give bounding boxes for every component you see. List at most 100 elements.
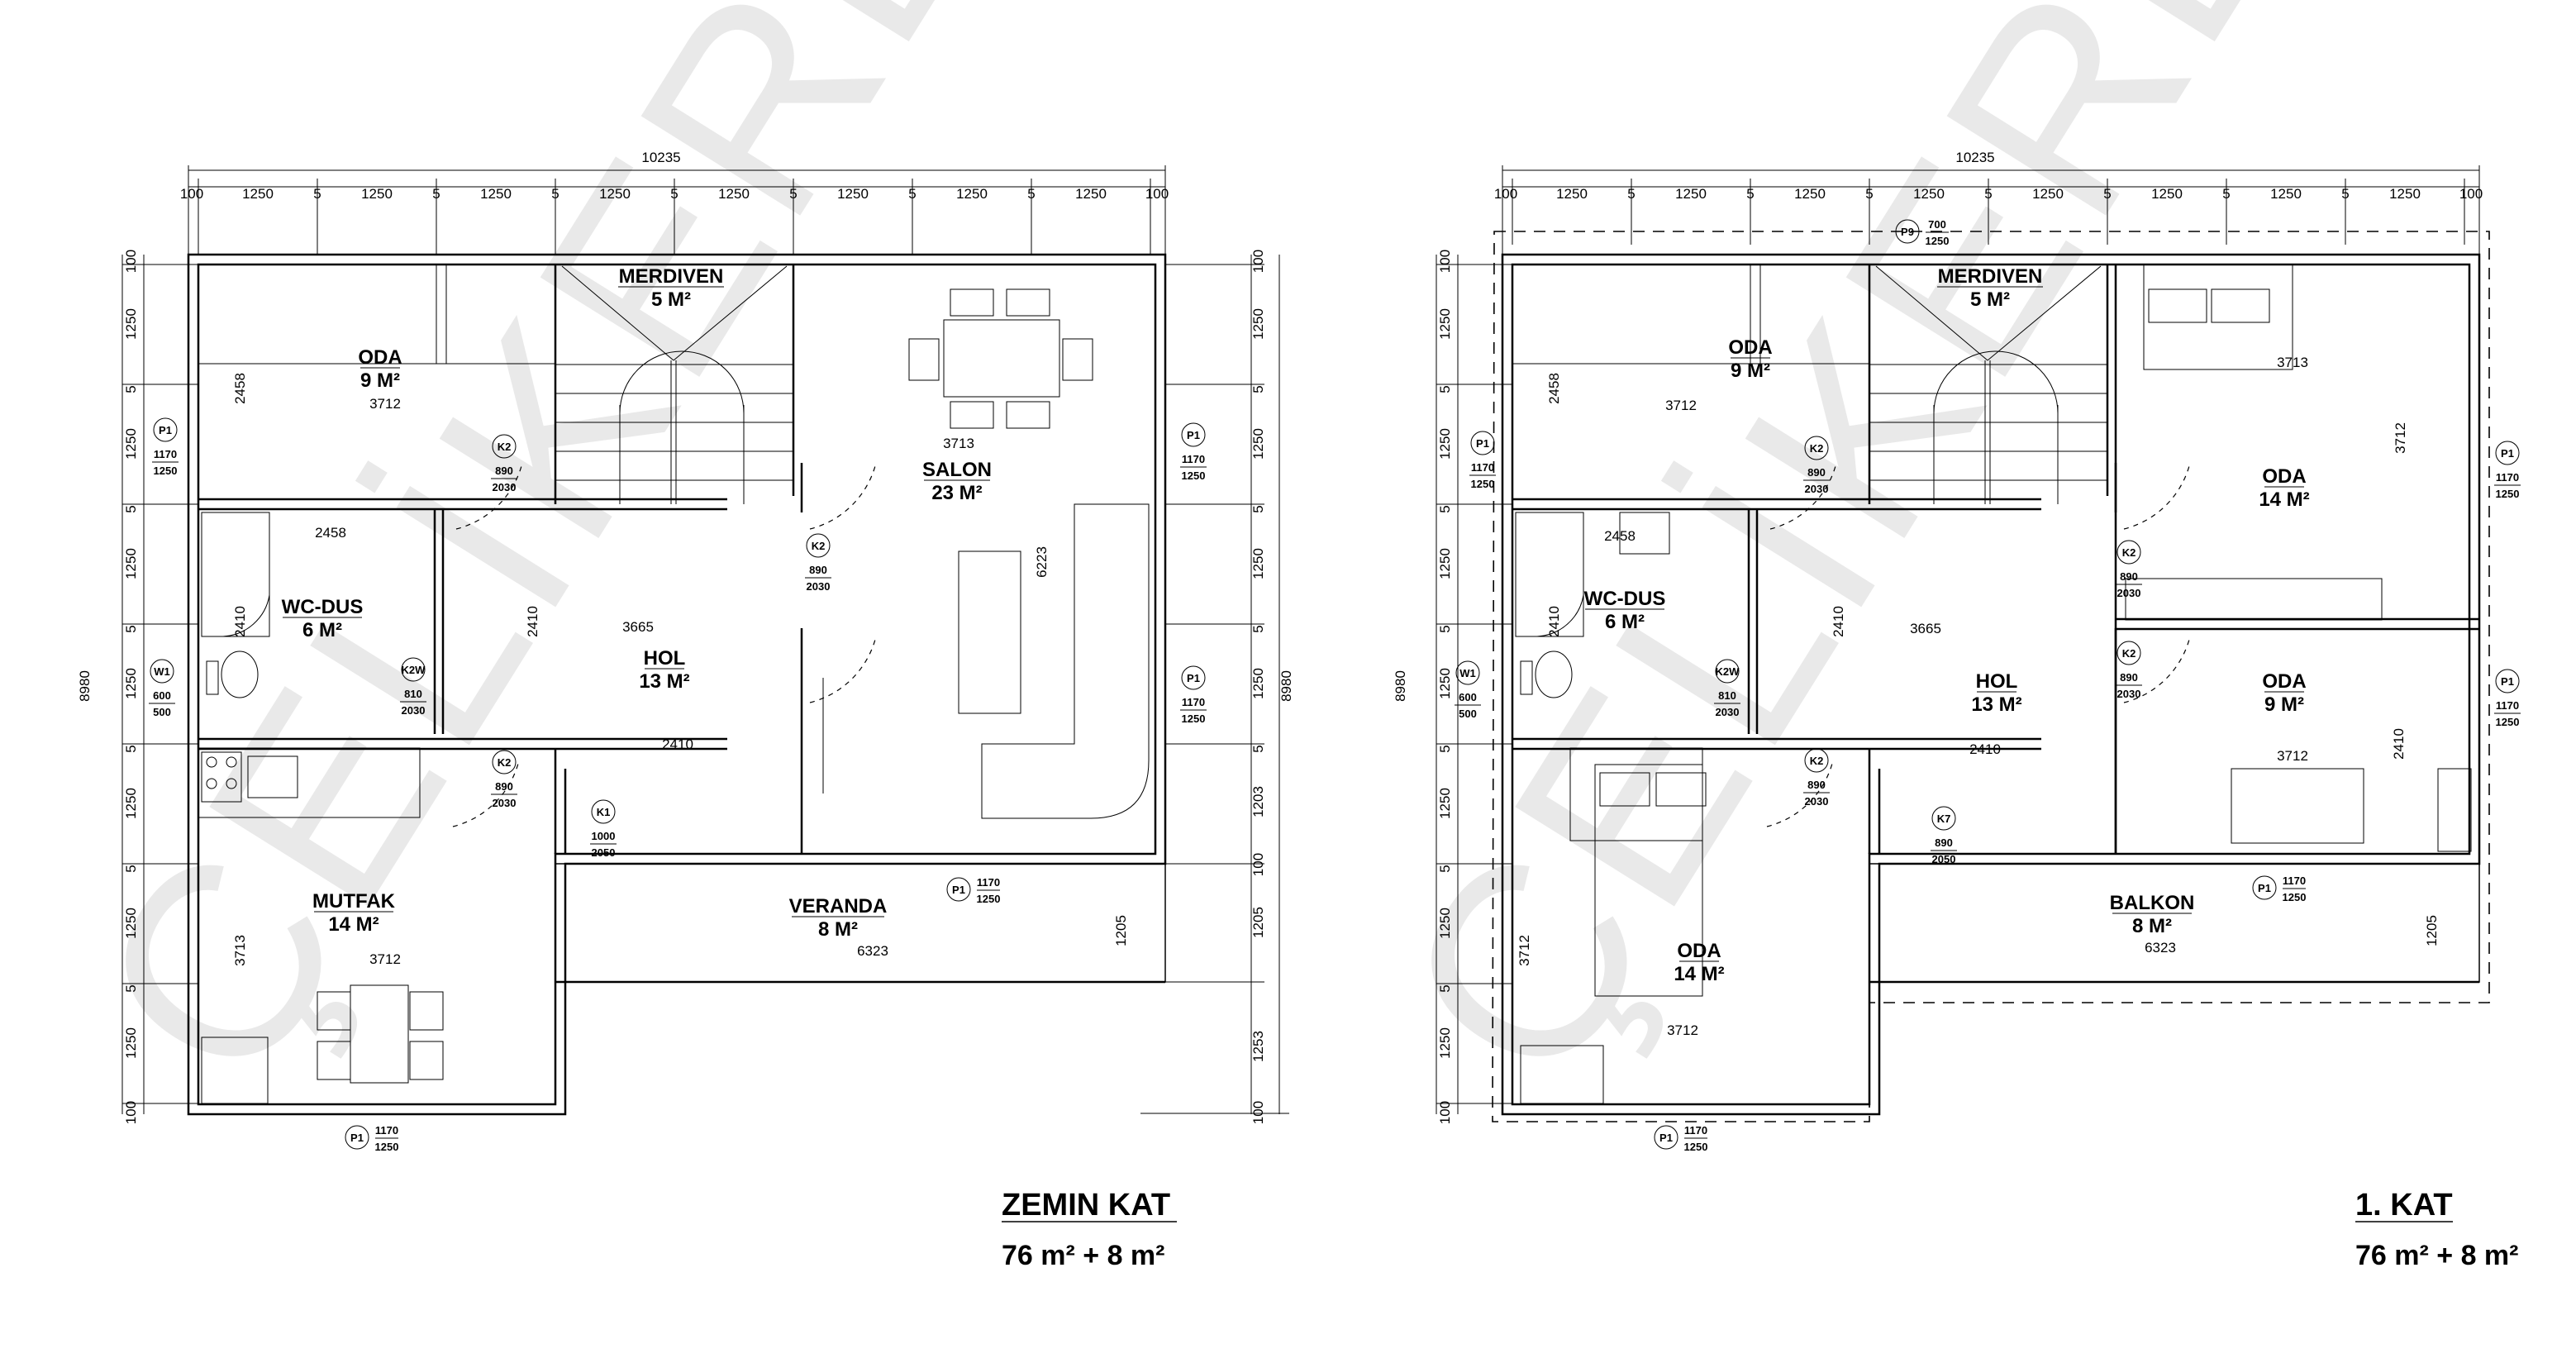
chair <box>1006 401 1050 429</box>
opening-height: 1250 <box>2496 488 2520 500</box>
left-dimension-label: 1250 <box>123 308 139 340</box>
door-swing-arc <box>2123 462 2191 530</box>
inner-dimension-label: 3665 <box>622 619 654 635</box>
opening-id: P1 <box>2258 882 2271 894</box>
right-dimension-label: 5 <box>1250 625 1266 632</box>
opening-height: 2030 <box>1805 483 1829 495</box>
left-dimension-label: 1250 <box>1437 908 1453 939</box>
opening-height: 1250 <box>977 893 1001 905</box>
opening-tag-circle <box>1181 665 1206 690</box>
left-dimension-label: 100 <box>1437 1101 1453 1124</box>
opening-height: 500 <box>1459 708 1477 720</box>
kitchen-counter <box>198 747 421 818</box>
room-area: 13 M² <box>1971 693 2021 716</box>
stove-icon <box>201 751 242 803</box>
opening-tag-circle <box>1804 748 1829 773</box>
room-name: MERDIVEN <box>619 265 724 288</box>
right-dimension-label: 1203 <box>1250 786 1266 817</box>
toilet-icon <box>221 651 259 698</box>
top-dimension-label: 5 <box>1627 186 1635 202</box>
chair <box>317 1041 351 1080</box>
total-width-label: 10235 <box>1955 150 1994 165</box>
left-dimension-label: 5 <box>123 865 139 872</box>
room-name: WC-DUS <box>1584 588 1666 610</box>
opening-width: 810 <box>1718 689 1736 702</box>
left-dimension-label: 1250 <box>1437 548 1453 579</box>
inner-dimension-label: 3712 <box>1665 398 1697 413</box>
inner-dimension-label: 2410 <box>1969 741 2001 757</box>
opening-width: 890 <box>495 465 513 477</box>
opening-id: W1 <box>1459 667 1476 679</box>
opening-tag-circle <box>806 533 831 558</box>
top-dimension-label: 5 <box>670 186 678 202</box>
right-dimension-label: 1250 <box>1250 668 1266 699</box>
total-height-label: 8980 <box>1393 670 1408 702</box>
room-area: 9 M² <box>1731 360 1770 382</box>
plan-title-block-first: 1. KAT 76 m² + 8 m² <box>2355 1188 2518 1271</box>
left-dimension-label: 1250 <box>123 548 139 579</box>
inner-dimension-label: 3712 <box>369 396 401 412</box>
chair <box>950 288 994 317</box>
top-dimension-label: 5 <box>1027 186 1035 202</box>
left-dimension-label: 1250 <box>1437 668 1453 699</box>
dining-table <box>350 984 409 1084</box>
opening-width: 600 <box>153 689 171 702</box>
room-name: ODA <box>1677 940 1721 962</box>
room-name: VERANDA <box>789 895 888 917</box>
opening-id: K2 <box>1810 442 1824 455</box>
opening-height: 1250 <box>154 465 178 477</box>
opening-tag-circle <box>492 750 517 774</box>
top-dimension-label: 5 <box>313 186 321 202</box>
left-dimension-label: 100 <box>123 250 139 273</box>
plan-area: 76 m² + 8 m² <box>2355 1240 2518 1271</box>
opening-id: P1 <box>159 424 172 436</box>
chair <box>409 991 444 1031</box>
inner-dimension-label: 3712 <box>2277 748 2308 764</box>
inner-dimension-label: 2410 <box>1831 606 1846 637</box>
top-dimension-label: 1250 <box>242 186 274 202</box>
inner-dimension-label: 2458 <box>232 373 248 404</box>
door-swing-arc <box>1766 760 1834 827</box>
cabinet <box>1750 264 1870 365</box>
wardrobe <box>2231 768 2364 844</box>
left-dimension-label: 5 <box>1437 385 1453 393</box>
total-height-label: 8980 <box>1278 670 1294 702</box>
left-dimension-label: 100 <box>123 1101 139 1124</box>
top-dimension-label: 5 <box>1865 186 1873 202</box>
opening-width: 1170 <box>1182 696 1205 708</box>
desk <box>1520 1045 1604 1104</box>
opening-height: 2030 <box>1805 795 1829 808</box>
inner-dimension-label: 2410 <box>525 606 540 637</box>
right-dimension-label: 5 <box>1250 505 1266 512</box>
opening-width: 1170 <box>1182 453 1205 465</box>
toilet-tank <box>206 660 219 695</box>
opening-id: P9 <box>1901 226 1914 238</box>
opening-height: 1250 <box>1926 235 1950 247</box>
opening-height: 2030 <box>493 797 517 809</box>
top-dimension-label: 5 <box>789 186 797 202</box>
opening-tag-circle <box>2495 441 2520 465</box>
opening-height: 1250 <box>1471 478 1495 490</box>
opening-height: 2030 <box>2117 587 2141 599</box>
chair <box>950 401 994 429</box>
opening-width: 890 <box>1807 779 1826 791</box>
balcony-area <box>1869 863 2480 983</box>
stair-diagonal <box>1987 265 2102 361</box>
opening-tag-circle <box>401 657 426 682</box>
stove-burner <box>226 756 237 768</box>
left-dimension-label: 1250 <box>1437 1027 1453 1059</box>
opening-tag-circle <box>591 799 616 824</box>
door-swing-arc <box>455 462 523 530</box>
stair-diagonal <box>673 265 788 361</box>
right-dimension-label: 100 <box>1250 250 1266 273</box>
opening-width: 1170 <box>977 876 1000 889</box>
